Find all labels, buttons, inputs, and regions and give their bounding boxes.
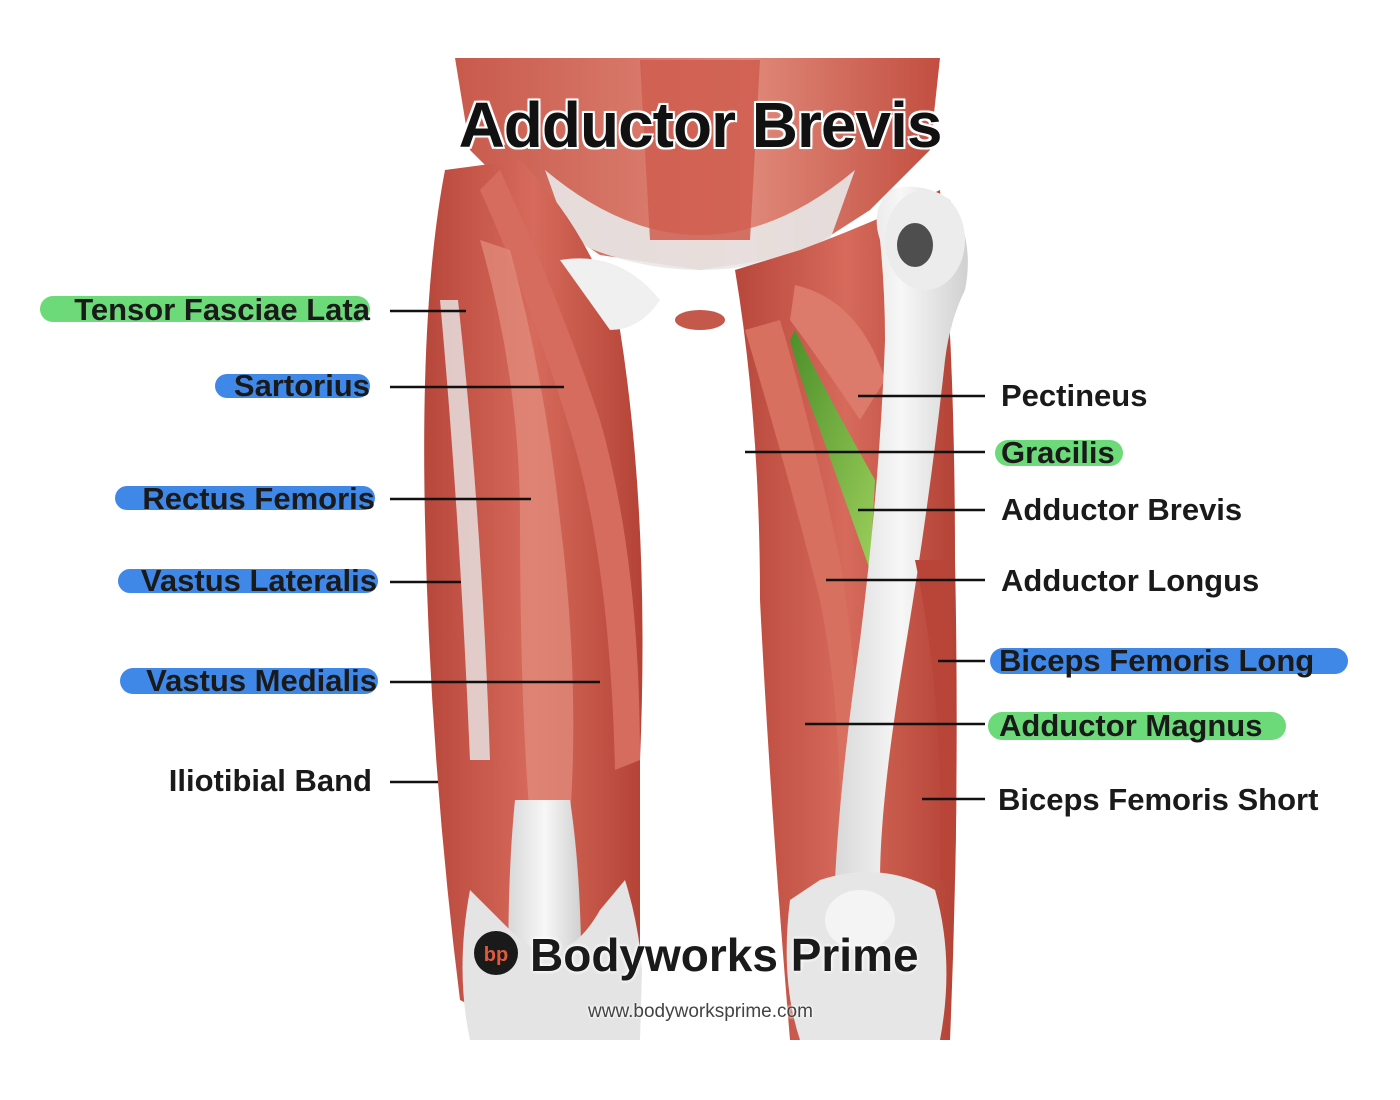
left-adductors (560, 258, 660, 330)
label-sartorius: Sartorius (233, 368, 370, 403)
label-biceps-femoris-long: Biceps Femoris Long (999, 643, 1315, 678)
label-tensor-fasciae-lata: Tensor Fasciae Lata (74, 292, 370, 327)
label-adductor-magnus: Adductor Magnus (999, 708, 1263, 743)
highlight-gracilis (995, 440, 1123, 466)
label-adductor-brevis: Adductor Brevis (1001, 492, 1243, 527)
adductor-brevis-highlight (790, 330, 875, 570)
leader-lines (390, 309, 985, 801)
label-pectineus: Pectineus (1001, 378, 1148, 413)
label-adductor-longus: Adductor Longus (1001, 563, 1260, 598)
brand-url[interactable]: www.bodyworksprime.com (588, 1001, 813, 1022)
left-knee (462, 880, 643, 1040)
highlight-adductor-magnus (988, 712, 1286, 740)
label-gracilis: Gracilis (1001, 435, 1115, 470)
label-biceps-femoris-short: Biceps Femoris Short (998, 782, 1319, 817)
right-pectineus (790, 285, 885, 420)
brand-name: Bodyworks Prime (530, 929, 919, 981)
pelvis-tendon (545, 170, 855, 270)
diagram-title: Adductor Brevis (458, 89, 943, 161)
brand-logo-letters: bp (484, 944, 508, 966)
left-rectus-femoris (480, 240, 574, 820)
highlight-vastus-lateralis (118, 569, 378, 593)
femur (835, 186, 968, 880)
highlight-sartorius (215, 374, 370, 398)
highlight-tensor-fasciae-lata (40, 296, 370, 322)
label-iliotibial-band: Iliotibial Band (168, 763, 372, 798)
label-vastus-lateralis: Vastus Lateralis (140, 563, 377, 598)
left-itband (440, 300, 490, 760)
label-rectus-femoris: Rectus Femoris (142, 481, 375, 516)
highlight-rectus-femoris (115, 486, 375, 510)
label-vastus-medialis: Vastus Medialis (146, 663, 377, 698)
left-sartorius (480, 170, 640, 770)
highlight-biceps-femoris-long (990, 648, 1348, 674)
brand-logo-circle (474, 931, 518, 975)
highlight-vastus-medialis (120, 668, 378, 694)
